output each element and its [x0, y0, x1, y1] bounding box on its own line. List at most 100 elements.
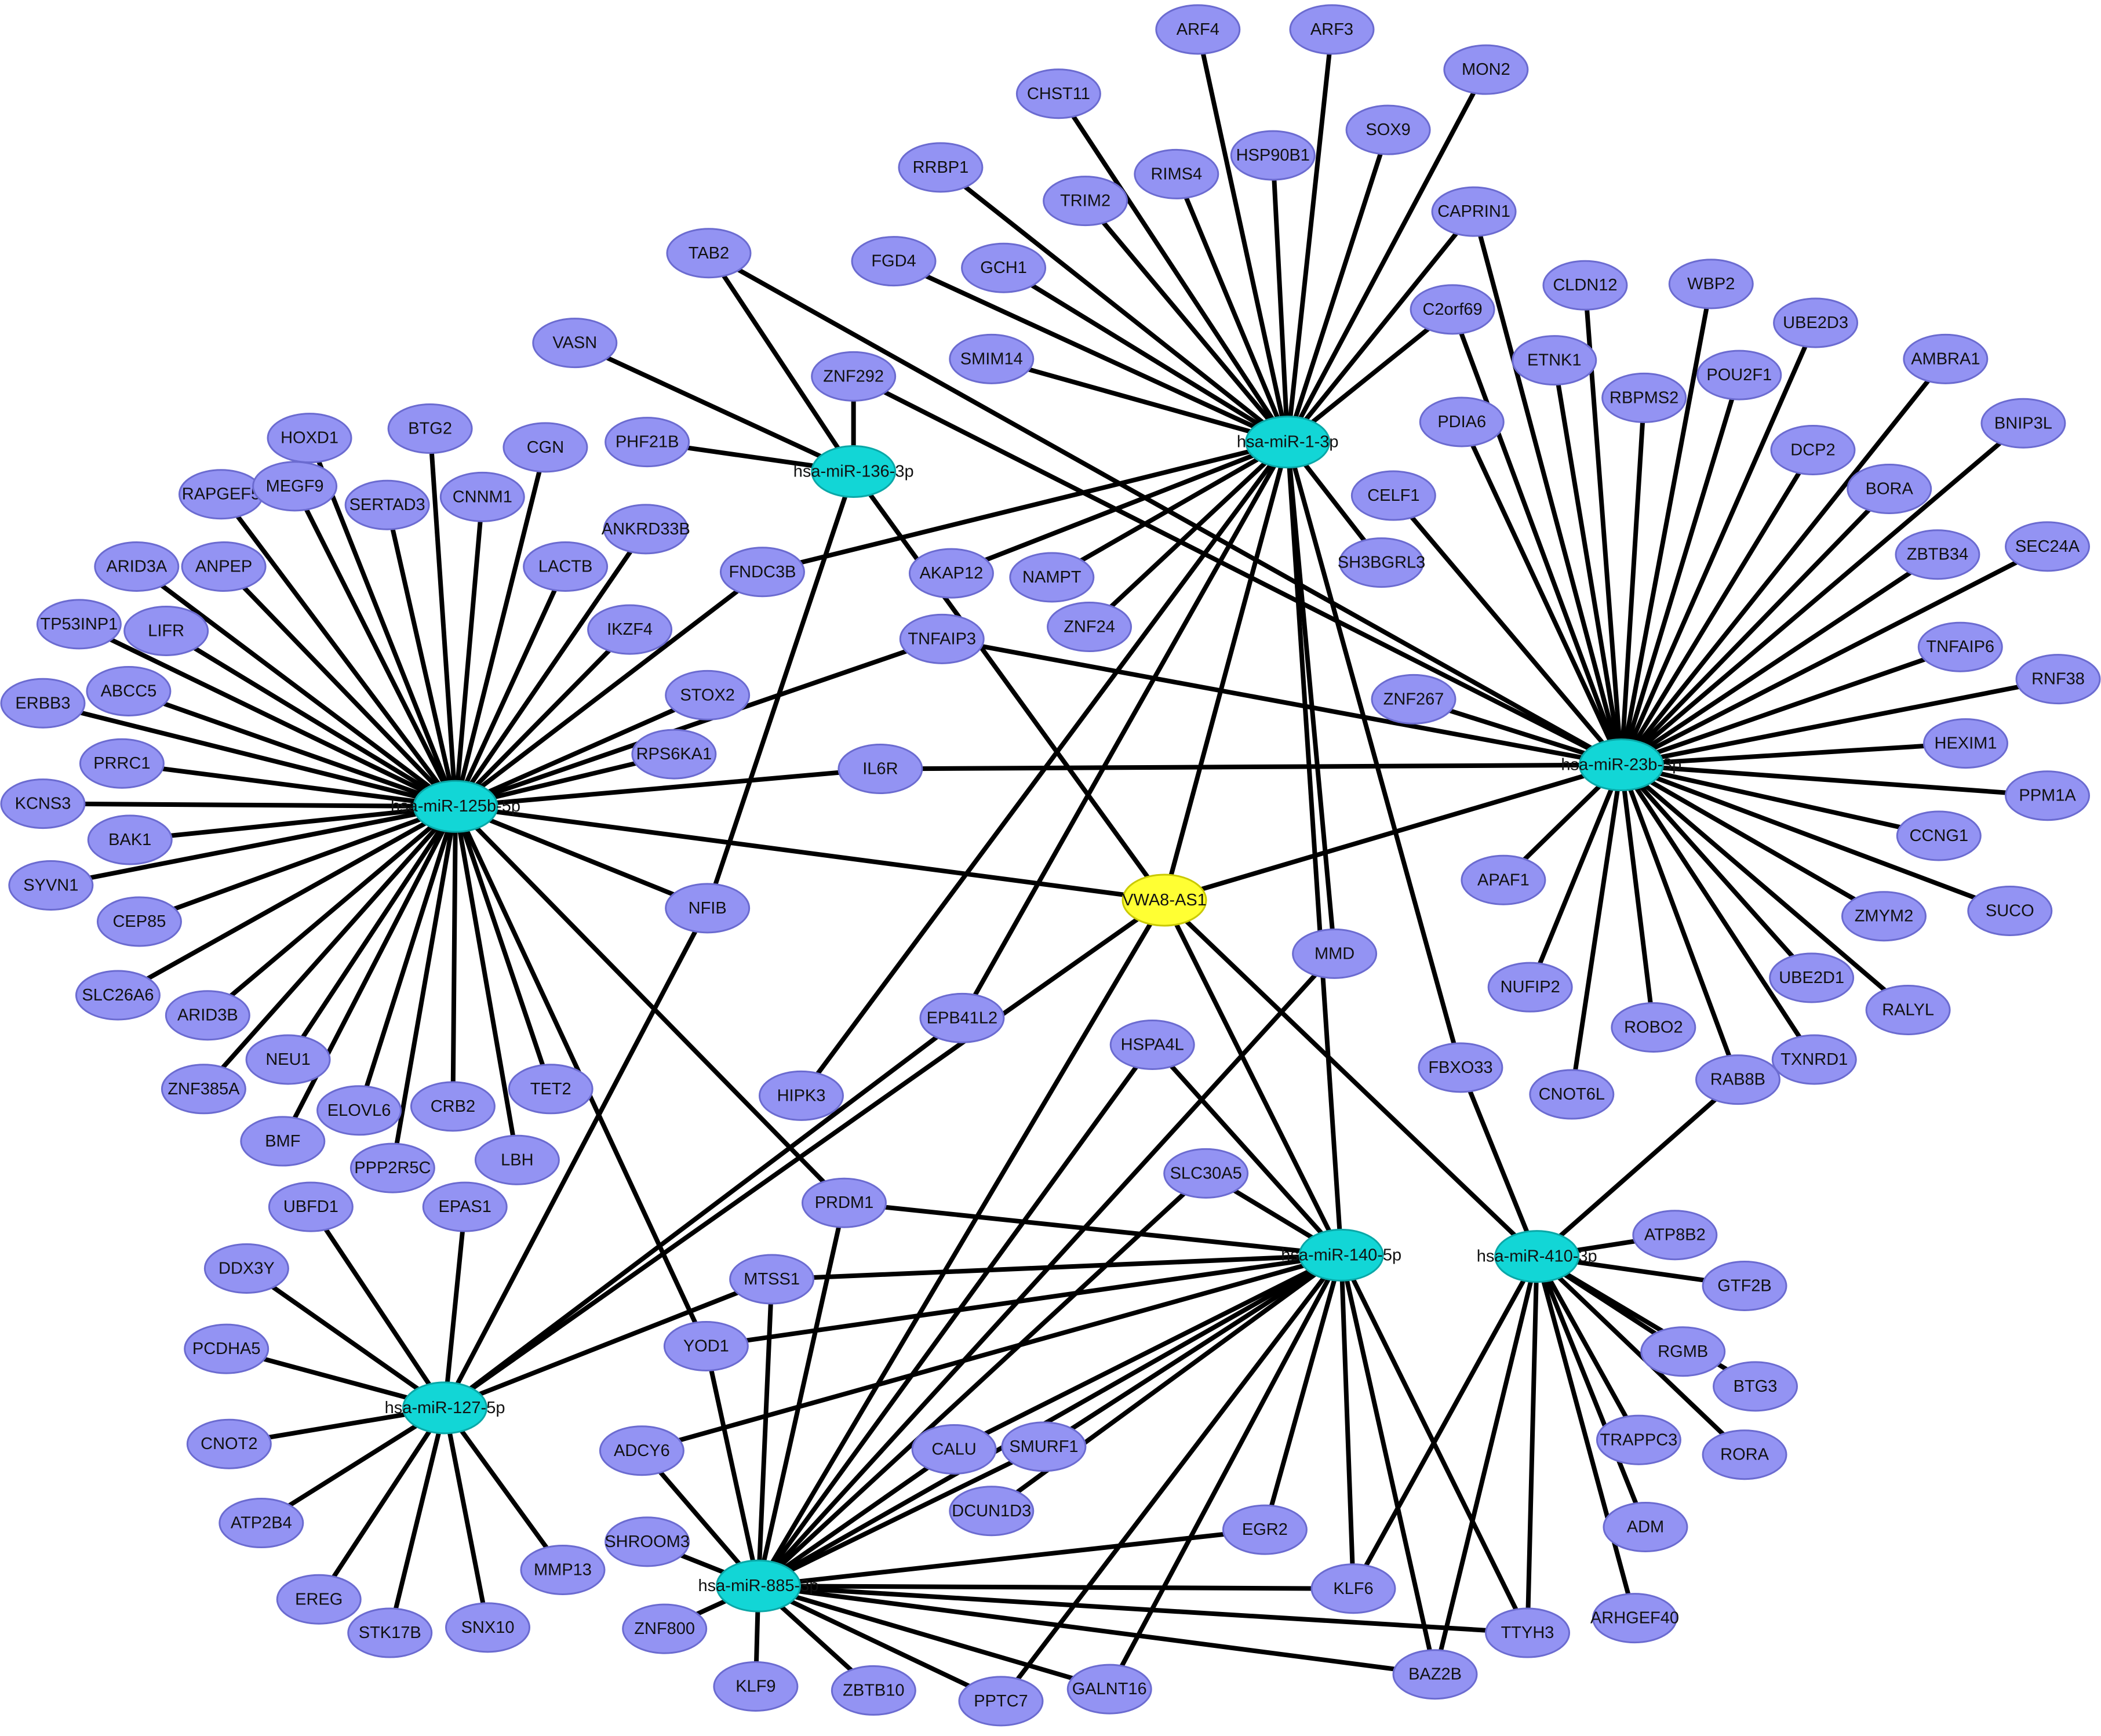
- gene-node-rrbp1[interactable]: RRBP1: [898, 142, 984, 193]
- gene-node-ralyl[interactable]: RALYL: [1865, 984, 1951, 1035]
- gene-node-cldn12[interactable]: CLDN12: [1542, 260, 1628, 311]
- gene-node-stox2[interactable]: STOX2: [665, 669, 751, 720]
- gene-node-arid3b[interactable]: ARID3B: [165, 990, 250, 1041]
- gene-node-hsp90b1[interactable]: HSP90B1: [1230, 130, 1316, 181]
- gene-node-ambra1[interactable]: AMBRA1: [1903, 333, 1989, 384]
- gene-node-rnf38[interactable]: RNF38: [2015, 654, 2101, 705]
- gene-node-apaf1[interactable]: APAF1: [1461, 854, 1546, 905]
- mirna-node-hsa-mir-410-3p[interactable]: hsa-miR-410-3p: [1477, 1230, 1597, 1283]
- gene-node-ccng1[interactable]: CCNG1: [1896, 810, 1982, 861]
- gene-node-znf292[interactable]: ZNF292: [811, 351, 897, 402]
- gene-node-ube2d3[interactable]: UBE2D3: [1773, 297, 1859, 348]
- gene-node-tp53inp1[interactable]: TP53INP1: [36, 599, 122, 650]
- gene-node-pou2f1[interactable]: POU2F1: [1696, 350, 1782, 401]
- gene-node-cnnm1[interactable]: CNNM1: [439, 471, 525, 522]
- gene-node-ankrd33b[interactable]: ANKRD33B: [602, 504, 690, 555]
- gene-node-slc30a5[interactable]: SLC30A5: [1163, 1148, 1249, 1199]
- gene-node-txnrd1[interactable]: TXNRD1: [1771, 1034, 1857, 1085]
- gene-node-cnot2[interactable]: CNOT2: [186, 1418, 272, 1469]
- gene-node-galnt16[interactable]: GALNT16: [1066, 1664, 1152, 1715]
- gene-node-arf4[interactable]: ARF4: [1155, 4, 1241, 55]
- gene-node-atp8b2[interactable]: ATP8B2: [1632, 1210, 1718, 1261]
- gene-node-zbtb10[interactable]: ZBTB10: [831, 1665, 916, 1716]
- gene-node-c2orf69[interactable]: C2orf69: [1410, 284, 1495, 335]
- gene-node-cep85[interactable]: CEP85: [96, 896, 182, 947]
- gene-node-egr2[interactable]: EGR2: [1222, 1504, 1308, 1555]
- gene-node-rps6ka1[interactable]: RPS6KA1: [631, 729, 717, 780]
- gene-node-tet2[interactable]: TET2: [508, 1064, 593, 1115]
- gene-node-dcun1d3[interactable]: DCUN1D3: [949, 1486, 1035, 1537]
- gene-node-pptc7[interactable]: PPTC7: [958, 1676, 1044, 1727]
- gene-node-nfib[interactable]: NFIB: [665, 883, 751, 934]
- gene-node-adcy6[interactable]: ADCY6: [599, 1425, 684, 1476]
- gene-node-baz2b[interactable]: BAZ2B: [1392, 1649, 1478, 1700]
- gene-node-prdm1[interactable]: PRDM1: [801, 1177, 887, 1228]
- gene-node-lifr[interactable]: LIFR: [123, 605, 209, 656]
- gene-node-hspa4l[interactable]: HSPA4L: [1109, 1020, 1195, 1071]
- gene-node-chst11[interactable]: CHST11: [1015, 68, 1101, 119]
- gene-node-lactb[interactable]: LACTB: [523, 541, 609, 592]
- mirna-node-hsa-mir-1-3p[interactable]: hsa-miR-1-3p: [1237, 416, 1339, 469]
- gene-node-ddx3y[interactable]: DDX3Y: [203, 1243, 289, 1294]
- gene-node-klf9[interactable]: KLF9: [713, 1661, 799, 1712]
- gene-node-phf21b[interactable]: PHF21B: [605, 417, 690, 468]
- gene-node-neu1[interactable]: NEU1: [245, 1034, 331, 1085]
- gene-node-slc26a6[interactable]: SLC26A6: [75, 970, 161, 1021]
- gene-node-ube2d1[interactable]: UBE2D1: [1769, 952, 1855, 1003]
- gene-node-smurf1[interactable]: SMURF1: [1001, 1421, 1087, 1472]
- gene-node-trappc3[interactable]: TRAPPC3: [1596, 1414, 1681, 1465]
- gene-node-hoxd1[interactable]: HOXD1: [267, 413, 352, 464]
- mirna-node-hsa-mir-23b-3p[interactable]: hsa-miR-23b-3p: [1561, 738, 1681, 792]
- gene-node-rab8b[interactable]: RAB8B: [1695, 1054, 1780, 1105]
- gene-node-fgd4[interactable]: FGD4: [851, 236, 937, 287]
- gene-node-tnfaip3[interactable]: TNFAIP3: [899, 613, 985, 664]
- gene-node-gch1[interactable]: GCH1: [961, 242, 1047, 293]
- gene-node-stk17b[interactable]: STK17B: [347, 1607, 433, 1658]
- gene-node-nampt[interactable]: NAMPT: [1009, 552, 1095, 603]
- gene-node-bak1[interactable]: BAK1: [87, 814, 173, 865]
- gene-node-bmf[interactable]: BMF: [240, 1116, 326, 1167]
- gene-node-rims4[interactable]: RIMS4: [1134, 148, 1219, 199]
- gene-node-mmd[interactable]: MMD: [1292, 928, 1378, 979]
- gene-node-znf267[interactable]: ZNF267: [1371, 674, 1457, 725]
- gene-node-wbp2[interactable]: WBP2: [1668, 259, 1754, 310]
- gene-node-anpep[interactable]: ANPEP: [181, 541, 267, 592]
- gene-node-crb2[interactable]: CRB2: [410, 1081, 496, 1132]
- gene-node-znf24[interactable]: ZNF24: [1047, 602, 1133, 653]
- gene-node-klf6[interactable]: KLF6: [1310, 1563, 1396, 1614]
- gene-node-shroom3[interactable]: SHROOM3: [605, 1516, 690, 1567]
- gene-node-il6r[interactable]: IL6R: [838, 743, 923, 794]
- gene-node-fndc3b[interactable]: FNDC3B: [719, 547, 805, 598]
- mirna-node-hsa-mir-140-5p[interactable]: hsa-miR-140-5p: [1281, 1228, 1401, 1282]
- gene-node-ereg[interactable]: EREG: [276, 1574, 362, 1625]
- gene-node-arid3a[interactable]: ARID3A: [94, 541, 180, 592]
- gene-node-elovl6[interactable]: ELOVL6: [316, 1085, 402, 1136]
- mirna-node-hsa-mir-136-3p[interactable]: hsa-miR-136-3p: [793, 445, 914, 498]
- gene-node-cgn[interactable]: CGN: [503, 422, 588, 473]
- mirna-node-hsa-mir-125b-5p[interactable]: hsa-miR-125b-5p: [391, 780, 520, 833]
- gene-node-abcc5[interactable]: ABCC5: [86, 665, 172, 716]
- gene-node-epas1[interactable]: EPAS1: [422, 1181, 508, 1232]
- gene-node-hipk3[interactable]: HIPK3: [758, 1070, 844, 1121]
- gene-node-arhgef40[interactable]: ARHGEF40: [1590, 1593, 1679, 1644]
- gene-node-rora[interactable]: RORA: [1702, 1429, 1787, 1480]
- gene-node-dcp2[interactable]: DCP2: [1770, 424, 1856, 475]
- gene-node-pcdha5[interactable]: PCDHA5: [184, 1323, 270, 1374]
- gene-node-gtf2b[interactable]: GTF2B: [1702, 1261, 1787, 1312]
- gene-node-sh3bgrl3[interactable]: SH3BGRL3: [1338, 537, 1426, 588]
- gene-node-vasn[interactable]: VASN: [532, 318, 618, 369]
- gene-node-lbh[interactable]: LBH: [474, 1134, 560, 1185]
- gene-node-ikzf4[interactable]: IKZF4: [587, 604, 673, 655]
- gene-node-erbb3[interactable]: ERBB3: [0, 678, 86, 729]
- gene-node-smim14[interactable]: SMIM14: [949, 333, 1035, 384]
- gene-node-atp2b4[interactable]: ATP2B4: [219, 1498, 304, 1549]
- gene-node-bnip3l[interactable]: BNIP3L: [1980, 398, 2066, 449]
- gene-node-caprin1[interactable]: CAPRIN1: [1431, 186, 1517, 237]
- gene-node-ttyh3[interactable]: TTYH3: [1485, 1607, 1571, 1658]
- gene-node-zbtb34[interactable]: ZBTB34: [1895, 529, 1980, 580]
- gene-node-tnfaip6[interactable]: TNFAIP6: [1917, 621, 2003, 672]
- gene-node-bora[interactable]: BORA: [1847, 463, 1932, 514]
- gene-node-megf9[interactable]: MEGF9: [252, 461, 338, 512]
- gene-node-rbpms2[interactable]: RBPMS2: [1601, 372, 1687, 423]
- mirna-node-hsa-mir-885-3p[interactable]: hsa-miR-885-3p: [698, 1559, 819, 1613]
